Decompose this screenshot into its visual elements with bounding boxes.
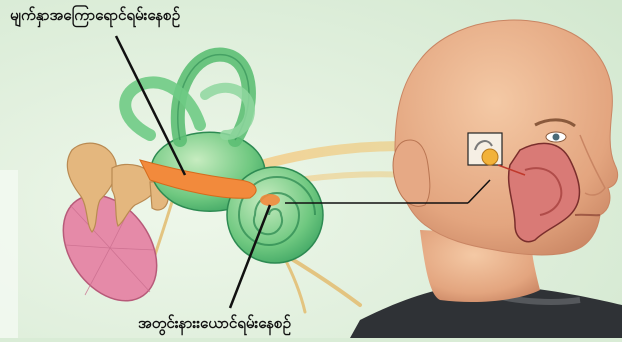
- label-inner-ear-inflammation: အတွင်းနားးယောင်ရမ်းနေစဉ်: [138, 316, 291, 331]
- edge-highlight: [0, 170, 18, 338]
- label-facial-nerve-inflammation: မျက်နှာအကြောရောင်ရမ်းနေစဉ်: [10, 8, 180, 23]
- inset-cochlea: [482, 149, 498, 165]
